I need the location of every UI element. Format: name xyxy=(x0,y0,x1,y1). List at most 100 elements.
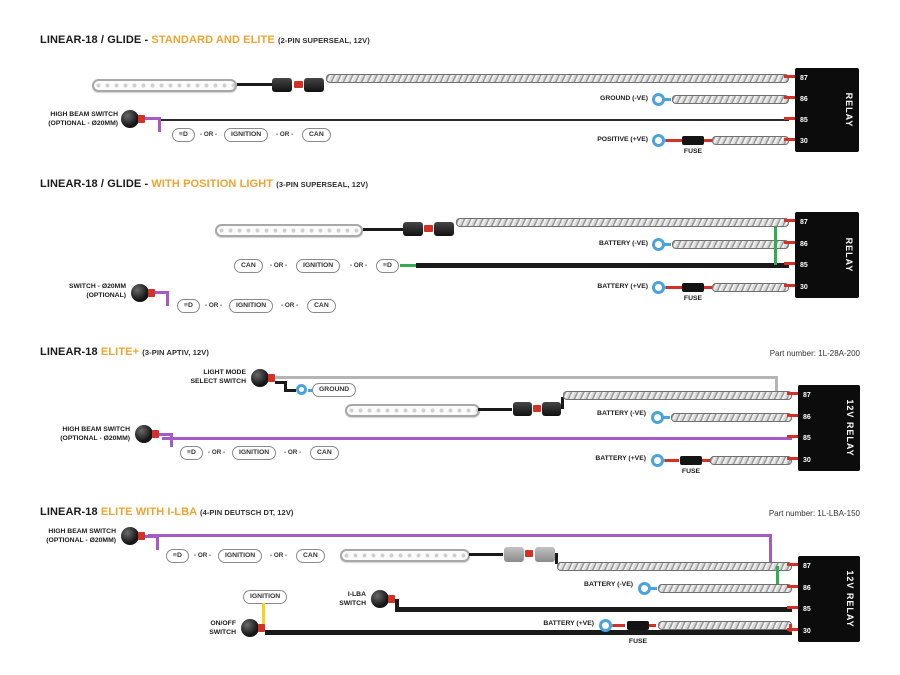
braided-cable xyxy=(672,95,789,104)
or-text: - OR - xyxy=(350,262,368,269)
braided-cable xyxy=(710,456,792,465)
connector-seal xyxy=(294,81,303,88)
title-note: (3-PIN APTIV, 12V) xyxy=(142,348,209,357)
highbeam-icon-badge: ≡D xyxy=(166,549,189,563)
positive-label: POSITIVE (+VE) xyxy=(597,136,648,143)
position-light-wire xyxy=(416,263,789,268)
ring-terminal xyxy=(652,238,671,251)
led-lightbar xyxy=(215,224,363,237)
or-text: - OR - xyxy=(281,302,299,309)
light-mode-switch-label: LIGHT MODE SELECT SWITCH xyxy=(168,369,246,387)
label-line: HIGH BEAM SWITCH xyxy=(48,528,116,535)
part-number: Part number: 1L-28A-200 xyxy=(769,349,860,358)
switch-knob xyxy=(241,619,259,637)
purple-wire xyxy=(769,536,772,564)
label-line: I-LBA xyxy=(347,591,366,598)
highbeam-icon-badge: ≡D xyxy=(177,299,200,313)
connector xyxy=(304,78,324,92)
title-note: (2-PIN SUPERSEAL, 12V) xyxy=(277,36,370,45)
green-wire xyxy=(400,264,416,267)
ring-terminal xyxy=(651,454,670,467)
switch-terminal xyxy=(258,624,265,632)
part-number: Part number: 1L-LBA-150 xyxy=(768,509,860,518)
relay-pin-87: 87 xyxy=(787,392,860,399)
ground-badge: GROUND xyxy=(312,383,357,397)
title-accent: ELITE+ xyxy=(100,346,140,358)
highbeam-icon-badge: ≡D xyxy=(180,446,203,460)
or-text: - OR - xyxy=(208,449,226,456)
braided-cable xyxy=(712,136,789,145)
ignition-badge: IGNITION xyxy=(243,590,288,604)
title-main: LINEAR-18 / GLIDE - xyxy=(40,34,149,46)
wire xyxy=(561,397,564,409)
ignition-badge: IGNITION xyxy=(296,259,341,273)
ring-terminal xyxy=(296,384,315,395)
high-beam-switch-label: HIGH BEAM SWITCH (OPTIONAL - Ø20MM) xyxy=(38,528,116,546)
label-line: (OPTIONAL - Ø20MM) xyxy=(60,434,130,442)
section3-title: LINEAR-18 ELITE+ (3-PIN APTIV, 12V) xyxy=(40,346,209,358)
relay-label: 12V RELAY xyxy=(845,399,855,457)
relay-pin-85: 85 xyxy=(784,117,859,124)
relay-pins: 87 86 85 30 xyxy=(787,556,860,642)
red-wire xyxy=(704,286,712,289)
or-text: - OR - xyxy=(270,262,288,269)
led-lightbar xyxy=(340,549,470,562)
red-wire xyxy=(666,139,682,142)
ring-terminal xyxy=(652,134,671,147)
battery-neg-label: BATTERY (-VE) xyxy=(597,410,646,417)
title-note: (3-PIN SUPERSEAL, 12V) xyxy=(276,180,369,189)
or-text: - OR - xyxy=(270,552,288,559)
onoff-switch-label: ON/OFF SWITCH xyxy=(190,620,236,638)
relay-pin-86: 86 xyxy=(784,240,859,248)
led-lightbar xyxy=(92,79,237,92)
relay-pin-85: 85 xyxy=(787,606,860,613)
relay-pin-30: 30 xyxy=(784,283,859,291)
braided-cable xyxy=(671,413,792,422)
braided-cable xyxy=(672,240,789,249)
ring-terminal xyxy=(638,582,657,595)
purple-wire xyxy=(158,117,161,132)
relay-pin-87: 87 xyxy=(787,563,860,570)
fuse-label: FUSE xyxy=(681,468,701,475)
can-badge: CAN xyxy=(310,446,339,460)
connector xyxy=(535,547,555,562)
braided-cable xyxy=(658,621,792,630)
label-line: SELECT SWITCH xyxy=(190,377,246,385)
title-accent: WITH POSITION LIGHT xyxy=(151,178,274,190)
relay-pin-85: 85 xyxy=(784,262,859,269)
or-text: - OR - xyxy=(284,449,302,456)
ring-terminal xyxy=(599,619,618,632)
relay-pin-86: 86 xyxy=(787,413,860,421)
wire xyxy=(555,553,558,564)
switch-terminal xyxy=(148,289,155,297)
high-beam-switch-label: HIGH BEAM SWITCH (OPTIONAL - Ø20MM) xyxy=(40,111,118,129)
gray-wire xyxy=(775,376,778,395)
battery-pos-label: BATTERY (+VE) xyxy=(595,455,646,462)
red-wire xyxy=(666,286,682,289)
purple-wire xyxy=(155,291,169,294)
switch-knob xyxy=(121,110,139,128)
signal-wire xyxy=(161,119,789,121)
purple-wire xyxy=(148,534,772,537)
relay-pin-30: 30 xyxy=(787,456,860,464)
relay-pins: 87 86 85 30 xyxy=(784,68,859,152)
fuse xyxy=(682,283,704,292)
relay-pins: 87 86 85 30 xyxy=(787,385,860,471)
relay-label: 12V RELAY xyxy=(845,570,855,628)
relay-pin-85: 85 xyxy=(787,435,860,442)
switch-terminal xyxy=(152,430,159,438)
label-line: ON/OFF xyxy=(210,620,236,627)
connector xyxy=(272,78,292,92)
switch-knob xyxy=(135,425,153,443)
connector xyxy=(434,222,454,236)
purple-wire xyxy=(145,117,161,120)
or-text: - OR - xyxy=(200,131,218,138)
relay-label: RELAY xyxy=(844,92,854,128)
or-text: - OR - xyxy=(205,302,223,309)
wire xyxy=(395,599,399,609)
section4-title: LINEAR-18 ELITE WITH I-LBA (4-PIN DEUTSC… xyxy=(40,506,294,518)
relay-pins: 87 86 85 30 xyxy=(784,212,859,298)
switch-knob xyxy=(371,590,389,608)
connector xyxy=(542,402,561,416)
purple-wire xyxy=(156,537,159,550)
